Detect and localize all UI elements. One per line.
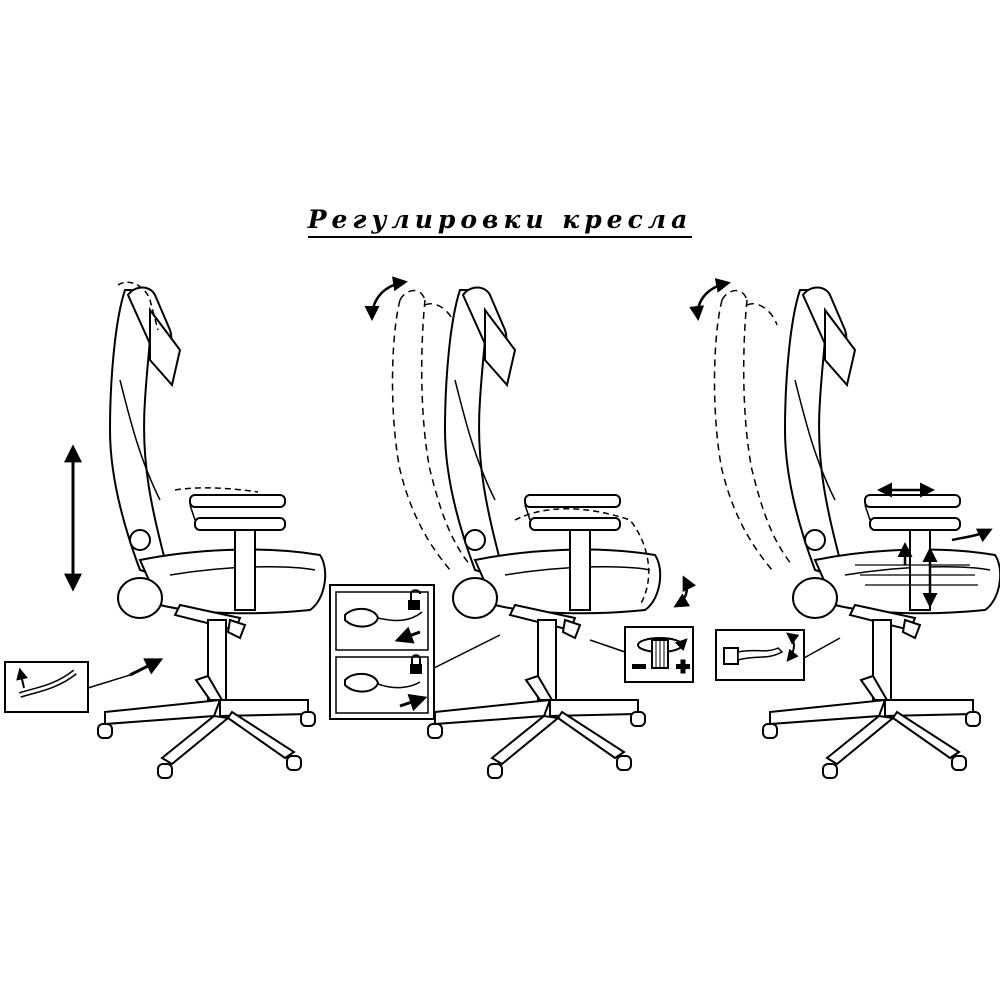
- chair-illustration: [109, 286, 327, 639]
- rotate-arrow-icon: [689, 278, 731, 321]
- figure-height-adjustment: [4, 281, 327, 779]
- lever-inset-icon: [4, 661, 89, 713]
- unlock-icon: [408, 589, 421, 610]
- rotate-arrow-icon: [673, 575, 697, 608]
- recline-ghost: [713, 289, 793, 571]
- star-base: [97, 619, 316, 779]
- lock-lever-panel: [329, 584, 435, 720]
- page-title: Регулировки кресла: [0, 205, 1000, 238]
- seat-slide-arrow-icon: [951, 528, 993, 543]
- lever-inset-icon: [715, 629, 805, 681]
- tension-knob-icon: [637, 637, 688, 669]
- callout-line: [433, 634, 501, 669]
- rotate-arrow-icon: [364, 276, 408, 321]
- plus-icon: [676, 659, 690, 674]
- callout-line: [87, 674, 131, 689]
- minus-icon: [632, 664, 646, 669]
- figure-armrest-and-seat: [689, 278, 1000, 779]
- lock-icon: [410, 654, 422, 674]
- headrest-ghost: [117, 281, 159, 331]
- armrest-ghost: [174, 487, 259, 493]
- callout-line: [589, 639, 626, 653]
- callout-line: [803, 637, 841, 659]
- pointer-arrow-icon: [129, 658, 164, 677]
- chair-illustration: [444, 286, 662, 639]
- page-title-text: Регулировки кресла: [307, 205, 693, 238]
- tension-knob-panel: [624, 626, 694, 683]
- seat-slide-marks: [855, 564, 978, 586]
- seat-ghost: [514, 508, 650, 606]
- figure-backrest-tilt: [329, 276, 697, 779]
- star-base: [427, 619, 646, 779]
